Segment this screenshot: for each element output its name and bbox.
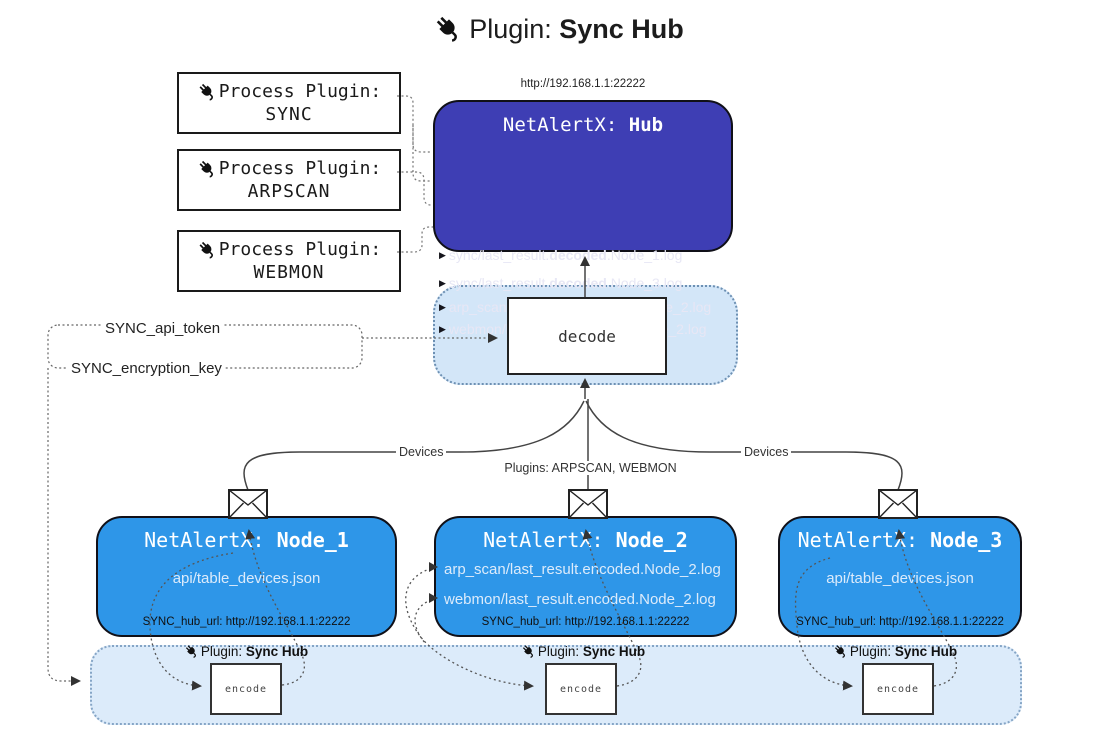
process-plugin-box-arpscan: Process Plugin: ARPSCAN — [177, 149, 401, 211]
plug-icon — [197, 159, 217, 179]
envelope-icon — [228, 489, 268, 519]
triangle-marker-icon: ▶ — [439, 323, 446, 334]
triangle-marker-icon: ▶ — [439, 277, 446, 288]
band-plugin-label: Plugin: Sync Hub — [498, 644, 668, 659]
sync-encryption-key-label: SYNC_encryption_key — [68, 360, 225, 377]
devices-label-right: Devices — [741, 445, 792, 459]
hub-url: http://192.168.1.1:22222 — [520, 78, 646, 90]
hub-log-line: ▶sync/last_result.decoded.Node_3.log — [439, 275, 683, 291]
band-plugin-label: Plugin: Sync Hub — [810, 644, 980, 659]
band-plugin-label: Plugin: Sync Hub — [161, 644, 331, 659]
envelope-icon — [568, 489, 608, 519]
devices-label-left: Devices — [396, 445, 447, 459]
hub-log-line: ▶sync/last_result.decoded.Node_1.log — [439, 247, 683, 263]
plugin-to-hub-connectors — [397, 95, 433, 253]
plug-icon — [433, 14, 463, 44]
node-file: api/table_devices.json — [172, 570, 321, 587]
process-plugin-label: Process Plugin: — [218, 158, 382, 179]
page-title: Plugin: Sync Hub — [0, 14, 1117, 45]
plug-icon — [197, 82, 217, 102]
hub-box: NetAlertX: Hub ▶sync/last_result.decoded… — [433, 100, 733, 337]
plug-icon — [833, 644, 848, 659]
process-plugin-box-webmon: Process Plugin: WEBMON — [177, 230, 401, 292]
triangle-marker-icon: ▶ — [439, 249, 446, 260]
node-file: webmon/last_result.encoded.Node_2.log — [444, 591, 716, 608]
process-plugin-box-sync: Process Plugin: SYNC — [177, 72, 401, 134]
plug-icon — [197, 240, 217, 260]
process-plugin-name: ARPSCAN — [247, 181, 331, 202]
node-file: arp_scan/last_result.encoded.Node_2.log — [444, 561, 721, 578]
node-file: api/table_devices.json — [826, 570, 974, 587]
node-title: NetAlertX: Node_2 — [483, 528, 688, 552]
node-config: SYNC_hub_url: http://192.168.1.1:22222 — [142, 616, 351, 628]
hub-title: NetAlertX: Hub — [502, 114, 664, 136]
process-plugin-label: Process Plugin: — [218, 239, 382, 260]
encode-box: encode — [862, 663, 934, 715]
sync-api-token-label: SYNC_api_token — [102, 320, 224, 337]
node-config: SYNC_hub_url: http://192.168.1.1:22222 — [481, 616, 690, 628]
process-plugin-label: Process Plugin: — [218, 81, 382, 102]
encode-box: encode — [545, 663, 617, 715]
process-plugin-name: WEBMON — [253, 262, 325, 283]
plugins-mid-label: Plugins: ARPSCAN, WEBMON — [500, 461, 681, 475]
node-title: NetAlertX: Node_3 — [797, 528, 1003, 552]
node-title: NetAlertX: Node_1 — [144, 528, 349, 552]
plug-icon — [521, 644, 536, 659]
node-config: SYNC_hub_url: http://192.168.1.1:22222 — [796, 616, 1004, 628]
title-prefix: Plugin: — [469, 14, 560, 44]
process-plugin-name: SYNC — [265, 104, 313, 125]
node-2-box: NetAlertX: Node_2 arp_scan/last_result.e… — [434, 516, 737, 637]
plug-icon — [184, 644, 199, 659]
envelope-icon — [878, 489, 918, 519]
triangle-marker-icon: ▶ — [439, 301, 446, 312]
encode-box: encode — [210, 663, 282, 715]
node-1-box: NetAlertX: Node_1 api/table_devices.json… — [96, 516, 397, 637]
node-3-box: NetAlertX: Node_3 api/table_devices.json… — [778, 516, 1022, 637]
title-name: Sync Hub — [559, 14, 684, 44]
decode-box: decode — [507, 297, 667, 375]
